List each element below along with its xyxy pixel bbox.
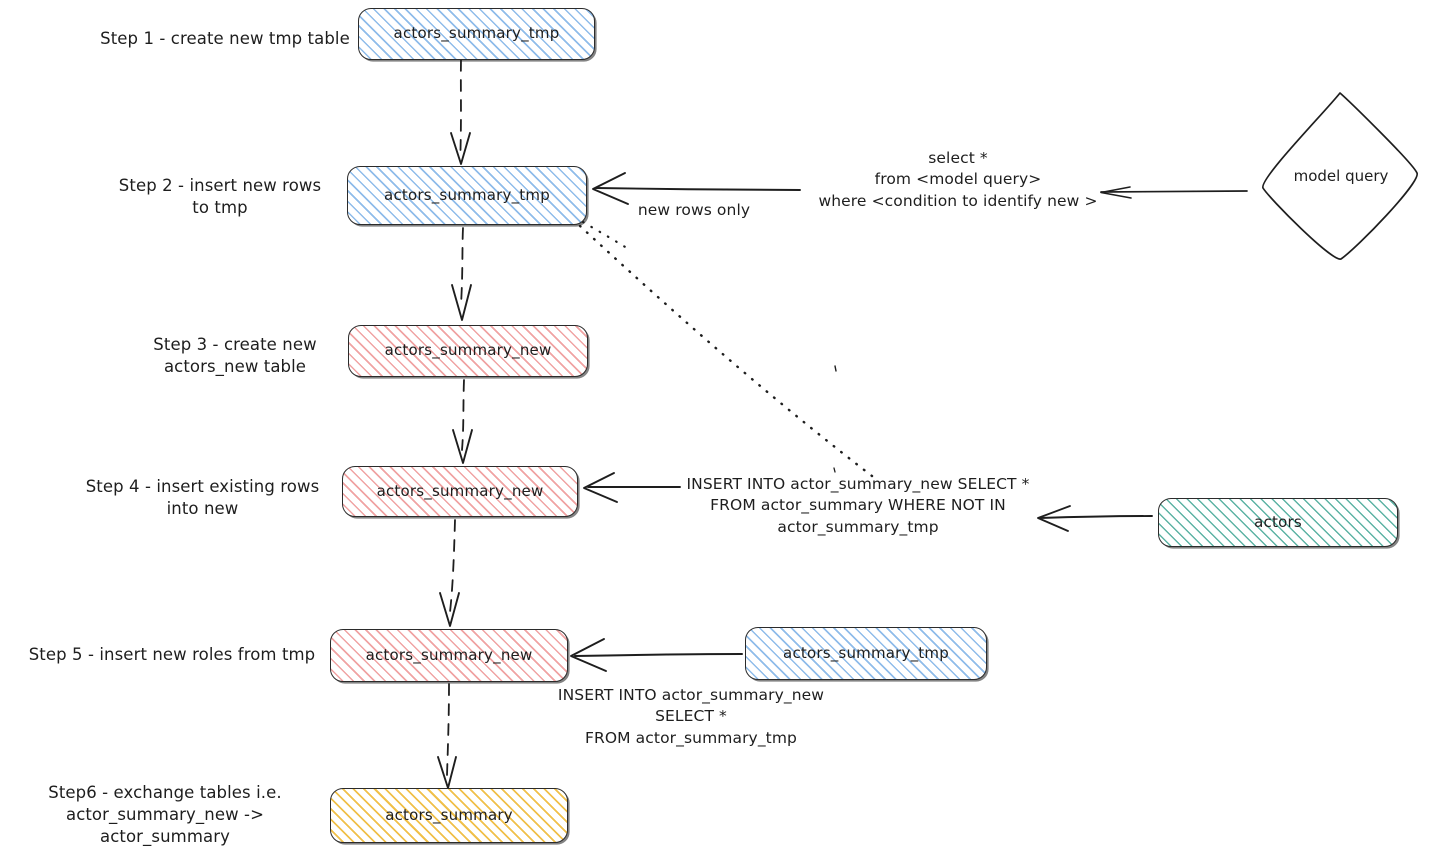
step-label-1: Step 1 - create new tmp table	[100, 29, 350, 48]
node-actors-summary-step6[interactable]: actors_summary	[330, 788, 568, 843]
step-label-5: Step 5 - insert new roles from tmp	[28, 645, 316, 664]
step-label-4: Step 4 - insert existing rows into new	[85, 477, 320, 518]
node-label: actors_summary_new	[376, 481, 544, 500]
edge-label-model-query-sql: select * from <model query> where <condi…	[818, 149, 1098, 210]
node-actors-summary-new-step4[interactable]: actors_summary_new	[342, 466, 578, 517]
edge-label-insert-existing-sql: INSERT INTO actor_summary_new SELECT * F…	[686, 475, 1030, 536]
node-label: actors_summary	[385, 805, 513, 824]
node-actors-summary-new-step5[interactable]: actors_summary_new	[330, 629, 568, 682]
step-label-3: Step 3 - create new actors_new table	[153, 335, 317, 376]
stray-tick-mark	[834, 365, 837, 372]
node-label: actors	[1254, 512, 1302, 531]
arrow-step4-to-step5	[439, 519, 460, 627]
node-model-query[interactable]: model query	[1261, 90, 1421, 262]
node-actors-summary-tmp-step1[interactable]: actors_summary_tmp	[358, 8, 595, 60]
node-actors-summary-new-step3[interactable]: actors_summary_new	[348, 325, 588, 377]
node-label: actors_summary_new	[365, 645, 533, 664]
node-label: actors_summary_new	[384, 341, 552, 360]
arrow-step1-to-step2	[450, 59, 471, 165]
arrow-sqlnote-to-step4	[583, 472, 681, 503]
stray-tick-mark-2	[833, 467, 836, 473]
node-label: actors_summary_tmp	[384, 185, 550, 204]
node-label: actors_summary_tmp	[393, 24, 560, 43]
arrow-step5-to-step6	[437, 683, 457, 789]
arrow-step3-to-step4	[452, 379, 473, 464]
edge-label-insert-from-tmp-sql: INSERT INTO actor_summary_new SELECT * F…	[557, 686, 825, 747]
node-label: model query	[1293, 167, 1389, 185]
node-actors-source[interactable]: actors	[1158, 498, 1398, 547]
step-label-2: Step 2 - insert new rows to tmp	[118, 176, 322, 217]
dotted-link-step2-to-step4-note	[578, 220, 874, 478]
arrow-actors-to-sqlnote	[1037, 505, 1153, 532]
arrow-tmp-to-step5	[570, 638, 743, 672]
node-actors-summary-tmp-source[interactable]: actors_summary_tmp	[745, 627, 987, 680]
arrow-step2-to-step3	[451, 227, 472, 321]
arrow-modelquery-to-step2	[1100, 186, 1248, 199]
node-actors-summary-tmp-step2[interactable]: actors_summary_tmp	[347, 166, 587, 225]
step-label-6: Step6 - exchange tables i.e. actor_summa…	[48, 783, 282, 846]
node-label: actors_summary_tmp	[783, 643, 949, 662]
edge-label-new-rows-only: new rows only	[637, 201, 751, 219]
